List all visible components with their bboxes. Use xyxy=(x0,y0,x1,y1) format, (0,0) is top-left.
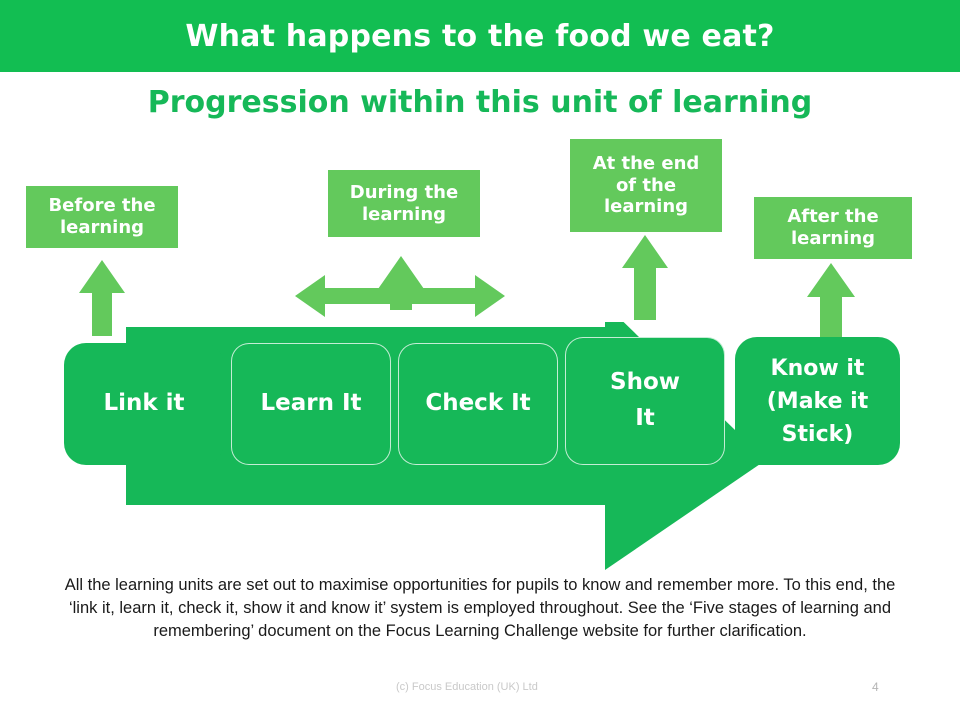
during-span-double-arrow xyxy=(295,275,505,317)
stage-box-show-it[interactable]: Show It xyxy=(565,337,725,465)
section-subtitle: Progression within this unit of learning xyxy=(147,85,813,120)
footer-copyright: (c) Focus Education (UK) Ltd xyxy=(396,681,538,693)
explanatory-paragraph: All the learning units are set out to ma… xyxy=(64,576,896,640)
at-end-up-arrow xyxy=(622,235,668,320)
during-up-arrow xyxy=(378,256,424,310)
stage-box-learn-it[interactable]: Learn It xyxy=(231,343,391,465)
phase-label-after[interactable]: After the learning xyxy=(754,197,912,259)
footer-page-number: 4 xyxy=(872,680,879,694)
stage-box-check-it[interactable]: Check It xyxy=(398,343,558,465)
after-up-arrow xyxy=(807,263,855,345)
header-bar xyxy=(0,0,960,72)
phase-label-at-end[interactable]: At the end of the learning xyxy=(570,139,722,232)
stage-box-know-it[interactable]: Know it (Make it Stick) xyxy=(735,337,900,465)
phase-label-before[interactable]: Before the learning xyxy=(26,186,178,248)
stage-box-link-it[interactable]: Link it xyxy=(64,343,224,465)
phase-label-during[interactable]: During the learning xyxy=(328,170,480,237)
before-up-arrow xyxy=(79,260,125,336)
page-title: What happens to the food we eat? xyxy=(185,18,775,54)
